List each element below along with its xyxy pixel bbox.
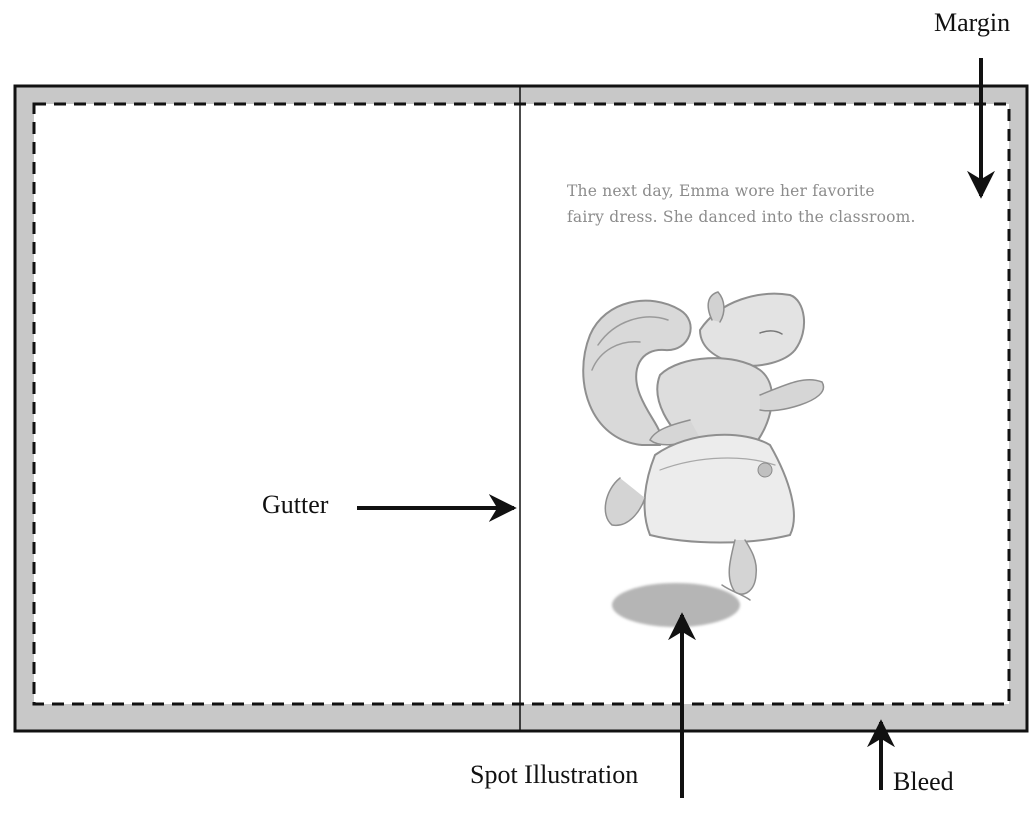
bleed-label: Bleed [893, 767, 954, 797]
illustration-shadow [612, 583, 740, 627]
gutter-label: Gutter [262, 490, 328, 520]
margin-label: Margin [934, 8, 1010, 38]
story-line-2: fairy dress. She danced into the classro… [567, 204, 987, 230]
story-line-1: The next day, Emma wore her favorite [567, 178, 987, 204]
illustration-dress [645, 435, 794, 543]
spot-illustration-label: Spot Illustration [470, 760, 638, 790]
page-story-text: The next day, Emma wore her favorite fai… [567, 178, 987, 230]
